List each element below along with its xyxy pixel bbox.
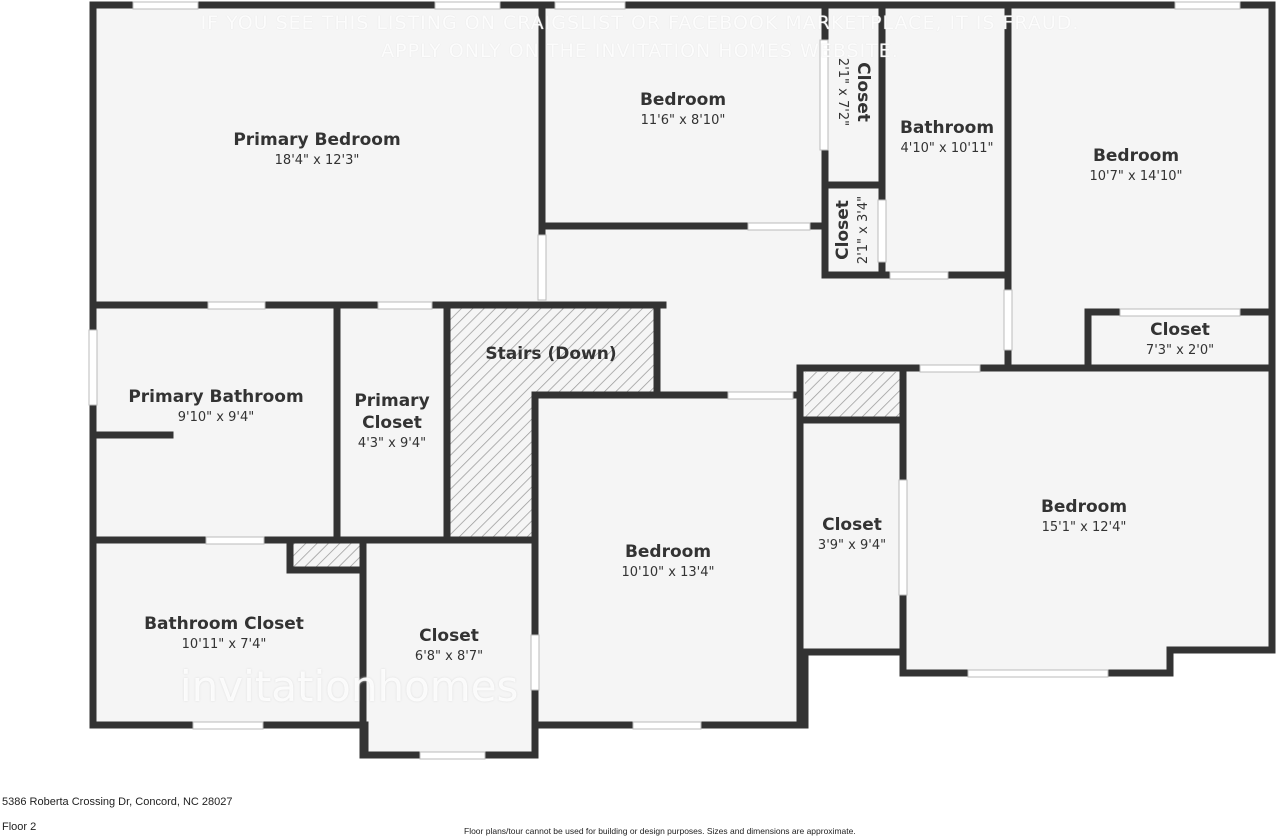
room-name: Primary Closet	[354, 391, 430, 433]
watermark-logo: invitationhomes	[180, 662, 519, 711]
openings	[88, 1, 1241, 760]
stairs-hatch	[805, 372, 900, 418]
room-name: Bathroom	[899, 118, 995, 138]
room-name: Closet	[822, 515, 882, 535]
room-primary-bathroom: Primary Bathroom 9'10" x 9'4"	[128, 386, 303, 428]
room-name: Closet	[833, 200, 853, 260]
room-dims: 4'3" x 9'4"	[357, 436, 427, 451]
room-dims: 2'1" x 7'2"	[835, 57, 850, 127]
room-bedroom-2: Bedroom 11'6" x 8'10"	[640, 89, 726, 131]
disclaimer: Floor plans/tour cannot be used for buil…	[464, 826, 856, 836]
hatch-area	[290, 543, 360, 570]
room-name: Bathroom Closet	[144, 614, 304, 634]
room-bathroom: Bathroom 4'10" x 10'11"	[900, 117, 994, 159]
room-name: Bedroom	[1040, 497, 1128, 517]
room-dims: 3'9" x 9'4"	[817, 538, 887, 553]
floor-label: Floor 2	[2, 821, 37, 833]
room-dims: 10'11" x 7'4"	[181, 637, 267, 652]
room-dims: 7'3" x 2'0"	[1145, 343, 1215, 358]
room-dims: 18'4" x 12'3"	[274, 153, 360, 168]
room-closet-4: Closet 3'9" x 9'4"	[818, 514, 886, 556]
room-dims: 10'7" x 14'10"	[1089, 169, 1183, 184]
stairs-hatch	[450, 308, 657, 395]
watermark-line-1: IF YOU SEE THIS LISTING ON CRAIGSLIST OR…	[200, 12, 1080, 34]
room-bedroom-5: Bedroom 15'1" x 12'4"	[1041, 496, 1127, 538]
stairs-hatch	[450, 395, 535, 538]
room-name: Stairs (Down)	[485, 344, 617, 364]
room-name: Closet	[1150, 320, 1210, 340]
room-name: Bedroom	[639, 90, 727, 110]
room-dims: 4'10" x 10'11"	[900, 141, 994, 156]
address: 5386 Roberta Crossing Dr, Concord, NC 28…	[2, 796, 233, 808]
room-bedroom-3: Bedroom 10'7" x 14'10"	[1090, 145, 1183, 187]
room-bedroom-4: Bedroom 10'10" x 13'4"	[622, 541, 715, 583]
room-name: Primary Bathroom	[128, 387, 304, 407]
room-name: Closet	[419, 626, 479, 646]
room-dims: 6'8" x 8'7"	[414, 649, 484, 664]
room-primary-closet: Primary Closet 4'3" x 9'4"	[347, 390, 437, 454]
watermark-line-2: APPLY ONLY ON THE INVITATION HOMES WEBSI…	[381, 40, 899, 62]
room-name: Bedroom	[624, 542, 712, 562]
room-bathroom-closet: Bathroom Closet 10'11" x 7'4"	[144, 613, 304, 655]
room-dims: 9'10" x 9'4"	[177, 410, 255, 425]
room-dims: 2'1" x 3'4"	[856, 195, 871, 265]
floor-area	[93, 5, 1272, 755]
room-dims: 10'10" x 13'4"	[621, 565, 715, 580]
room-closet-5: Closet 6'8" x 8'7"	[415, 625, 483, 667]
room-stairs: Stairs (Down)	[485, 343, 616, 365]
room-dims: 15'1" x 12'4"	[1041, 520, 1127, 535]
room-closet-3: Closet 7'3" x 2'0"	[1146, 319, 1214, 361]
room-primary-bedroom: Primary Bedroom 18'4" x 12'3"	[233, 129, 400, 171]
room-name: Primary Bedroom	[233, 130, 401, 150]
room-name: Closet	[853, 62, 873, 122]
room-name: Bedroom	[1092, 146, 1180, 166]
room-dims: 11'6" x 8'10"	[640, 113, 726, 128]
